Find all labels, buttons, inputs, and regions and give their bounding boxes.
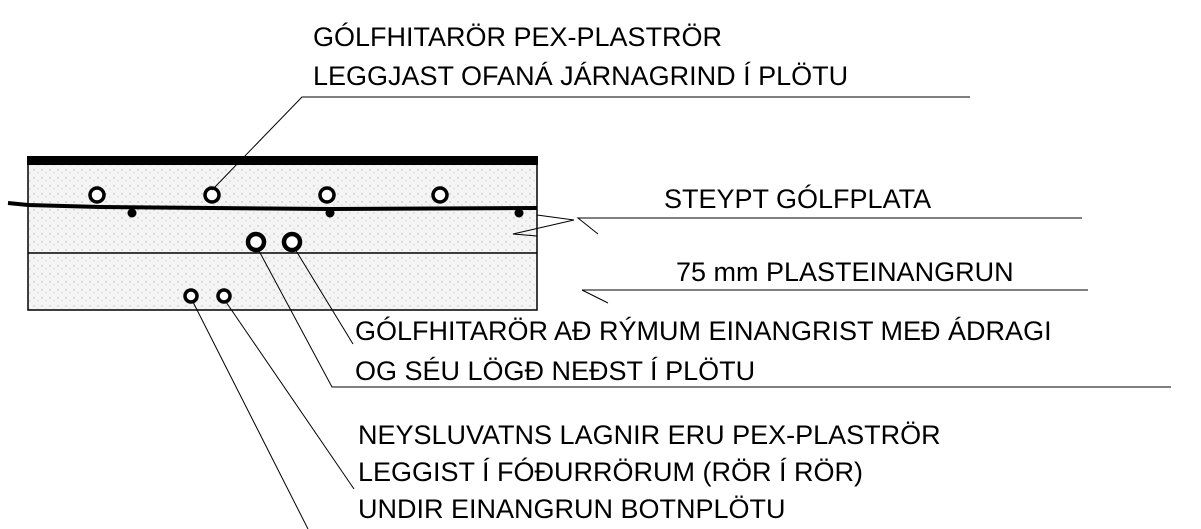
leader-insulated-a [257, 248, 1171, 388]
pex-pipe [203, 186, 221, 204]
leader-water-a [192, 301, 309, 529]
water-pipe [183, 288, 199, 304]
water-pipe [216, 288, 232, 304]
rebar-dot [127, 208, 137, 218]
water-pipes-label-line2: LEGGIST Í FÓÐURRÖRUM (RÖR Í RÖR) [358, 456, 863, 487]
pex-pipe [431, 186, 449, 204]
rebar-dot [514, 208, 524, 218]
water-pipes-label-line3: UNDIR EINANGRUN BOTNPLÖTU [358, 494, 786, 524]
leader-lines [192, 96, 1171, 529]
leader-insulated-b [294, 248, 354, 345]
break-symbol [512, 214, 575, 237]
rebar-dots [127, 208, 524, 218]
slab-label: STEYPT GÓLFPLATA [664, 183, 931, 214]
floor-finish-layer [27, 156, 538, 165]
rebar-dot [325, 208, 335, 218]
leader-slab [576, 217, 1082, 235]
pex-label-line2: LEGGJAST OFANÁ JÁRNAGRIND Í PLÖTU [313, 61, 848, 91]
water-pipes-label-line1: NEYSLUVATNS LAGNIR ERU PEX-PLASTRÖR [358, 420, 941, 450]
insulated-pipes-label-line2: OG SÉU LÖGÐ NEÐST Í PLÖTU [355, 356, 755, 386]
pex-label-line1: GÓLFHITARÖR PEX-PLASTRÖR [313, 21, 722, 52]
leader-pex [211, 96, 970, 191]
insulated-pipe [281, 231, 303, 253]
slab-body [27, 162, 538, 311]
pex-pipe [88, 186, 106, 204]
pex-heating-pipes [88, 186, 449, 204]
leader-insulation [581, 289, 1088, 304]
rebar-line [7, 201, 538, 212]
insulated-pipes-label-line1: GÓLFHITARÖR AÐ RÝMUM EINANGRIST MEÐ ÁDRA… [355, 315, 1052, 346]
water-pipes [183, 288, 232, 304]
insulated-pipes [245, 231, 303, 253]
insulation-label: 75 mm PLASTEINANGRUN [676, 257, 1014, 287]
insulated-pipe [245, 231, 267, 253]
leader-water-b [225, 301, 355, 490]
pex-pipe [318, 186, 336, 204]
